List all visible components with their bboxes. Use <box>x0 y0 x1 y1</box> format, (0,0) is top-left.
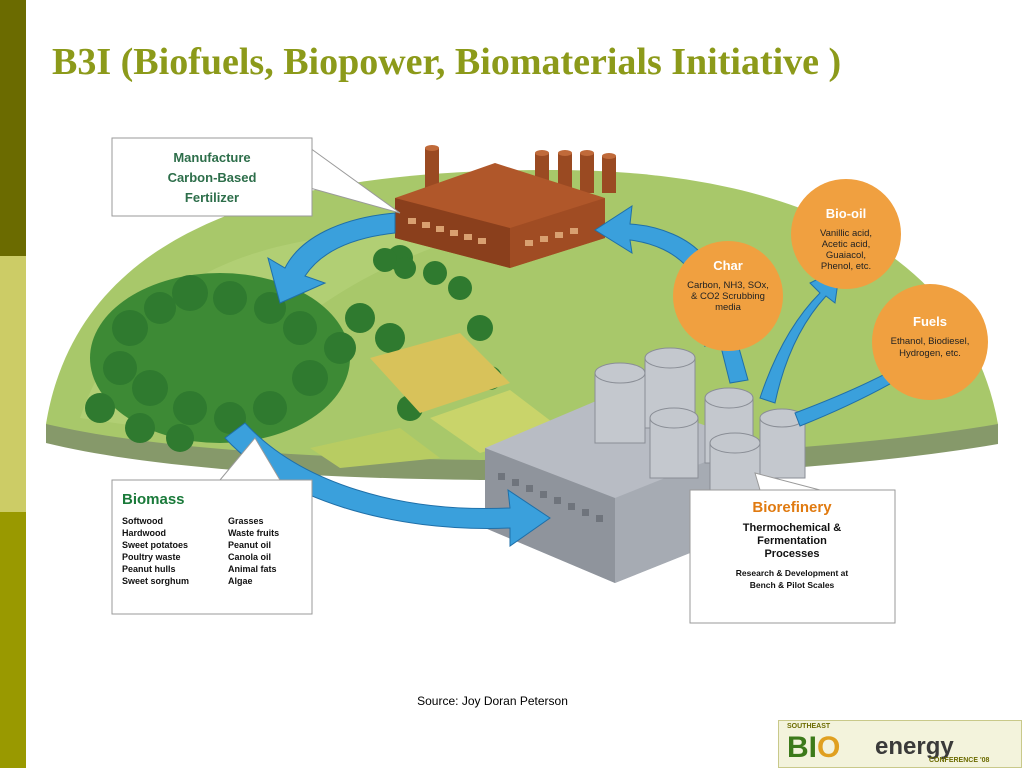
side-bar-light <box>0 256 26 512</box>
biooil-line: Vanillic acid, <box>820 228 872 239</box>
side-bar-dark <box>0 0 26 256</box>
fertilizer-line: Manufacture <box>173 150 250 165</box>
fertilizer-line: Carbon-Based <box>168 170 257 185</box>
biomass-item: Animal fats <box>228 564 277 574</box>
biomass-item: Peanut hulls <box>122 564 176 574</box>
source-credit: Source: Joy Doran Peterson <box>417 694 568 708</box>
char-line: Carbon, NH3, SOx, <box>687 280 769 291</box>
biomass-item: Waste fruits <box>228 528 279 538</box>
biomass-item: Hardwood <box>122 528 166 538</box>
fuels-line: Ethanol, Biodiesel, <box>891 336 970 347</box>
fuels-title: Fuels <box>913 314 947 329</box>
biooil-line: Guaiacol, <box>826 250 866 261</box>
biorefinery-line: Fermentation <box>757 535 827 547</box>
fuels-bubble: Fuels Ethanol, Biodiesel, Hydrogen, etc. <box>872 284 988 400</box>
fuels-line: Hydrogen, etc. <box>899 348 961 359</box>
arrow-char-to-factory <box>594 205 706 269</box>
side-accent-bar <box>0 0 26 768</box>
factory-trees <box>373 248 416 279</box>
biomass-title: Biomass <box>122 491 185 508</box>
logo-o: O <box>817 731 841 764</box>
char-line: media <box>715 302 742 313</box>
logo-bi: BI <box>787 731 817 764</box>
logo-conference-text: CONFERENCE '08 <box>929 757 990 764</box>
biorefinery-line: Thermochemical & <box>743 522 841 534</box>
biomass-item: Poultry waste <box>122 552 181 562</box>
factory <box>395 145 616 268</box>
bioenergy-logo: SOUTHEAST BIO energy CONFERENCE '08 <box>778 720 1022 768</box>
biomass-label-box: Biomass Softwood Hardwood Sweet potatoes… <box>111 437 313 615</box>
biorefinery-title: Biorefinery <box>752 499 832 516</box>
biooil-title: Bio-oil <box>826 206 866 221</box>
biooil-line: Phenol, etc. <box>821 261 871 272</box>
arrow-factory-to-forest <box>267 212 396 304</box>
biomass-item: Sweet sorghum <box>122 576 189 586</box>
biomass-item: Canola oil <box>228 552 271 562</box>
biomass-item: Softwood <box>122 516 163 526</box>
biorefinery-subline: Bench & Pilot Scales <box>750 580 835 590</box>
biomass-item: Algae <box>228 576 253 586</box>
logo-energy-text: energy <box>875 733 954 760</box>
biooil-line: Acetic acid, <box>822 239 871 250</box>
biomass-item: Peanut oil <box>228 540 271 550</box>
slide-title: B3I (Biofuels, Biopower, Biomaterials In… <box>52 41 842 83</box>
char-bubble: Char Carbon, NH3, SOx, & CO2 Scrubbing m… <box>673 241 783 351</box>
biooil-bubble: Bio-oil Vanillic acid, Acetic acid, Guai… <box>791 179 901 289</box>
fertilizer-label-box: Manufacture Carbon-Based Fertilizer <box>111 137 401 217</box>
logo-bio-text: BIO <box>787 731 840 765</box>
biorefinery-label-box: Biorefinery Thermochemical & Fermentatio… <box>689 472 896 624</box>
biorefinery-plant <box>485 347 806 583</box>
biomass-item: Sweet potatoes <box>122 540 188 550</box>
biorefinery-line: Processes <box>764 548 819 560</box>
logo-top-text: SOUTHEAST <box>787 723 831 730</box>
char-title: Char <box>713 258 743 273</box>
char-line: & CO2 Scrubbing <box>691 291 765 302</box>
biorefinery-subline: Research & Development at <box>736 568 849 578</box>
biomass-item: Grasses <box>228 516 264 526</box>
fertilizer-line: Fertilizer <box>185 190 239 205</box>
side-bar-mid <box>0 512 26 768</box>
b3i-diagram: Char Carbon, NH3, SOx, & CO2 Scrubbing m… <box>46 137 998 624</box>
